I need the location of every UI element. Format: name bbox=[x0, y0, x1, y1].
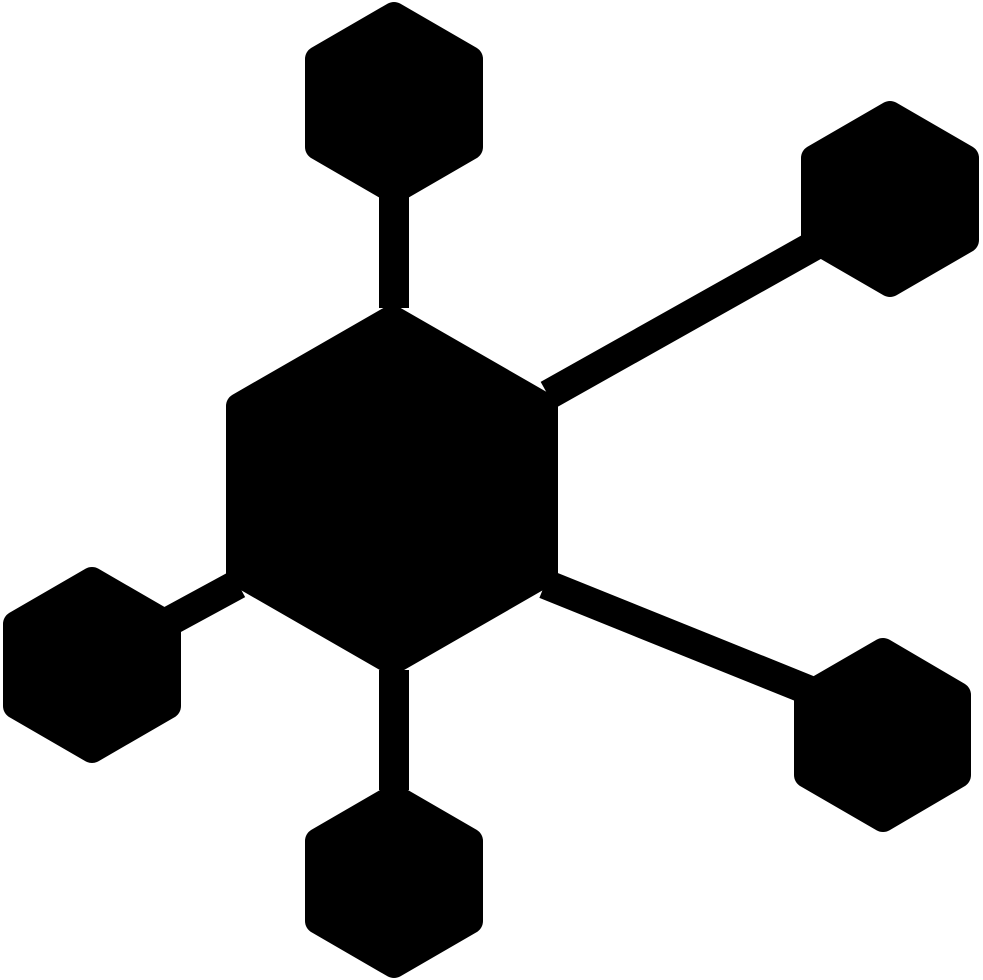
connector-lower-right bbox=[539, 570, 814, 704]
hub-hexagon bbox=[226, 305, 558, 675]
connector-left bbox=[160, 570, 246, 636]
node-bottom bbox=[305, 784, 483, 978]
node-upper-right bbox=[801, 101, 979, 297]
node-top bbox=[305, 2, 483, 204]
connector-upper-right bbox=[540, 231, 823, 409]
node-lower-right bbox=[794, 638, 971, 832]
node-left bbox=[3, 567, 181, 763]
